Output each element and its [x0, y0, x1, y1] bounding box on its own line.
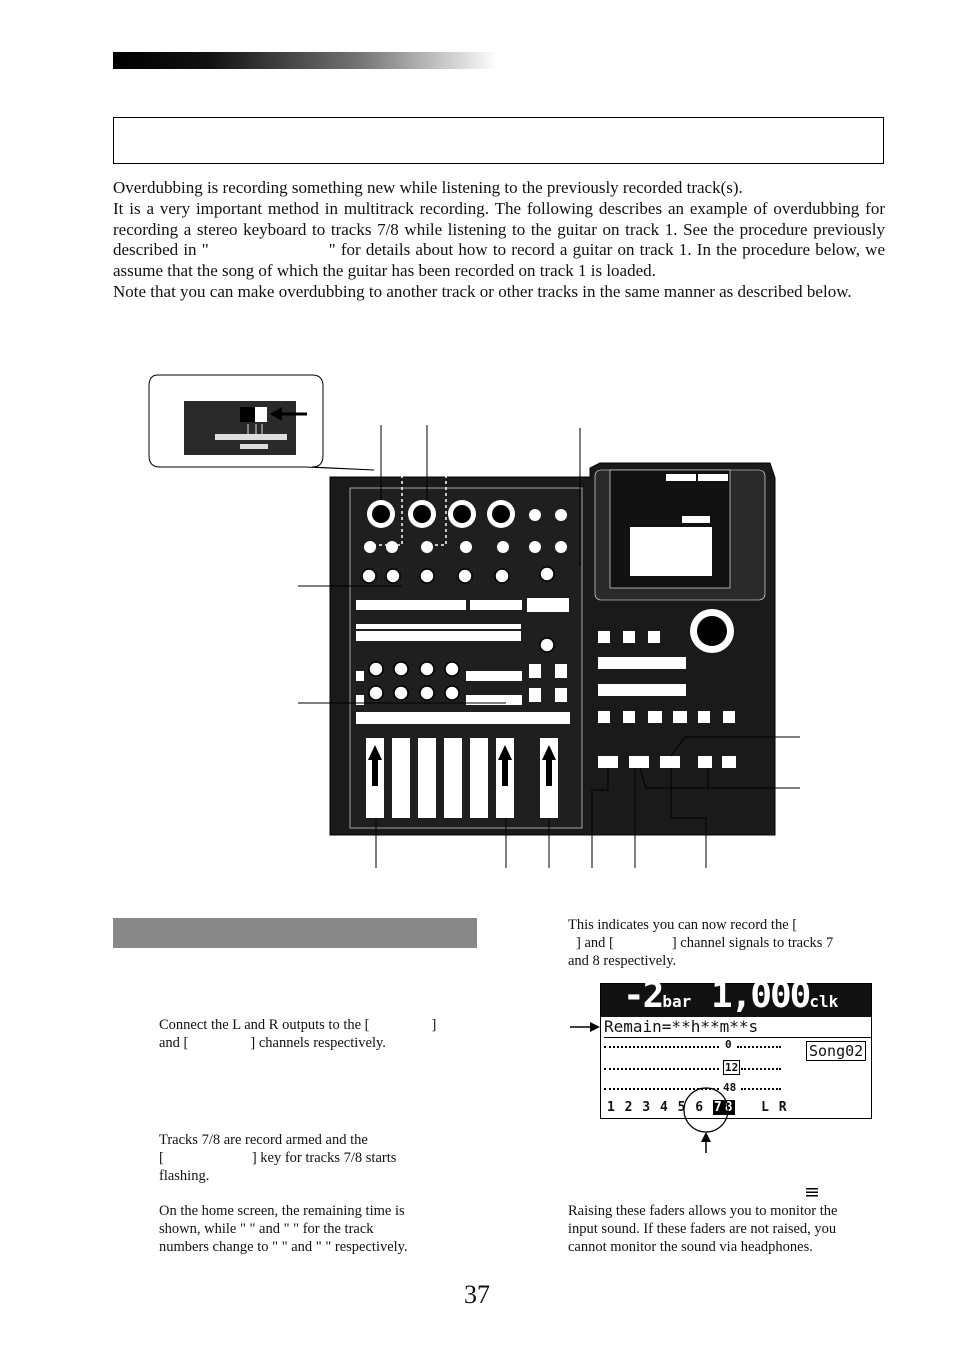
fader-monitor-note: Raising these faders allows you to monit…	[568, 1203, 838, 1255]
page-number: 37	[464, 1280, 490, 1309]
meter-mark-48: 48	[723, 1081, 737, 1094]
mixer-diagram	[148, 374, 800, 868]
remain-arrow-icon	[570, 1022, 600, 1032]
meter-mark-0: 0	[725, 1038, 732, 1051]
intro-paragraph-2: It is a very important method in multitr…	[113, 198, 885, 281]
lcd-counter: -2bar 1,000clk	[601, 975, 871, 1017]
fader-icon	[806, 1188, 818, 1197]
step-heading-bar	[113, 918, 477, 948]
meter-mark-12: 12	[723, 1060, 741, 1075]
track-highlight-circle	[683, 1087, 729, 1153]
intro-text: Overdubbing is recording something new w…	[113, 178, 885, 303]
section-title-box	[113, 117, 884, 164]
armed-instructions: Tracks 7/8 are record armed and the [] k…	[159, 1132, 397, 1184]
lcd-home-screen: -2bar 1,000clk Remain=**h**m**s 0 12 48 …	[600, 975, 872, 1119]
lcd-song-name: Song02	[806, 1041, 867, 1061]
header-gradient-bar	[113, 52, 498, 69]
intro-paragraph-1: Overdubbing is recording something new w…	[113, 178, 743, 197]
intro-paragraph-3: Note that you can make overdubbing to an…	[113, 281, 852, 301]
home-screen-note: On the home screen, the remaining time i…	[159, 1203, 408, 1255]
connect-instructions: Connect the L and R outputs to the [] an…	[159, 1017, 437, 1051]
record-indication-note: This indicates you can now record the [ …	[568, 917, 834, 969]
lcd-remain-time: Remain=**h**m**s	[604, 1017, 872, 1038]
